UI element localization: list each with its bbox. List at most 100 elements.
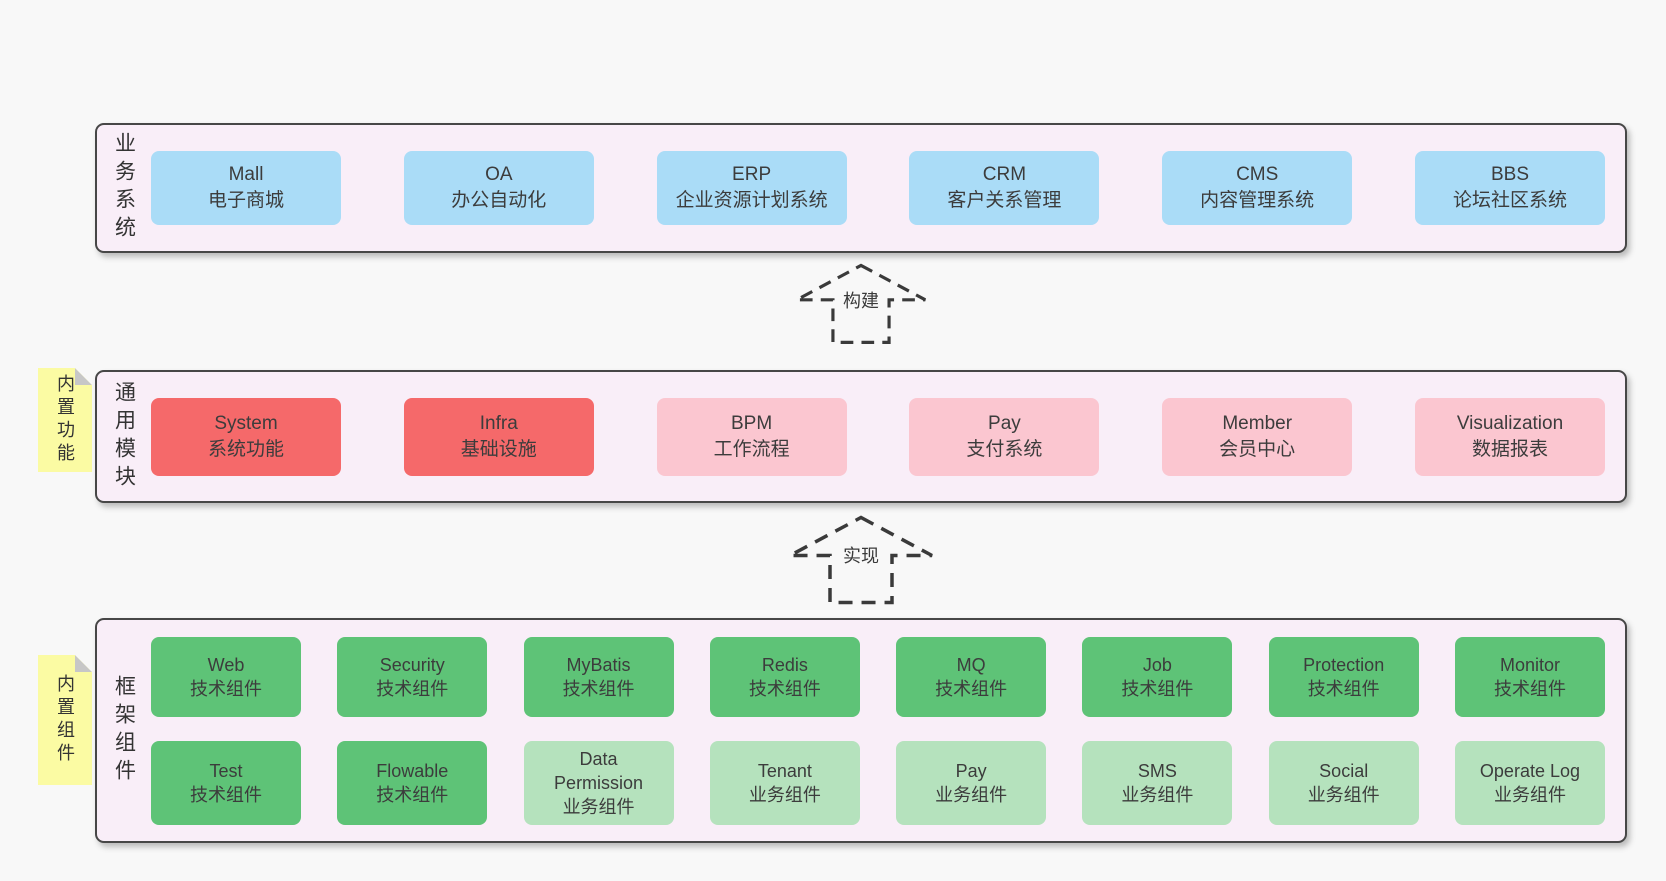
node-erp: ERP 企业资源计划系统: [656, 151, 847, 225]
build-arrow: 构建: [786, 260, 936, 346]
node-visualization: Visualization 数据报表: [1414, 397, 1605, 476]
node-desc: 技术组件: [1307, 678, 1380, 699]
node-desc: 技术组件: [190, 784, 262, 805]
node-desc: 技术组件: [190, 678, 262, 699]
node-desc: 业务组件: [1307, 784, 1380, 805]
node-name: Infra: [479, 412, 518, 434]
node-desc: 技术组件: [376, 784, 449, 805]
framework-components-label-wrap: 框架组件: [97, 620, 151, 841]
node-desc: 技术组件: [748, 678, 821, 699]
node-name: Protection: [1303, 654, 1385, 675]
node-desc: 业务组件: [1121, 784, 1194, 805]
node-name: BBS: [1490, 164, 1529, 185]
node-flowable: Flowable 技术组件: [337, 740, 488, 825]
builtin-features-sticky-label: 内置功能: [55, 374, 75, 466]
node-social: Social 业务组件: [1268, 740, 1419, 825]
node-mall: Mall 电子商城: [151, 151, 341, 225]
node-name: Security: [379, 654, 445, 675]
build-arrow-label: 构建: [838, 284, 884, 315]
node-desc: 业务组件: [1493, 784, 1566, 805]
implement-arrow-label: 实现: [838, 540, 884, 571]
node-name: MyBatis: [566, 654, 631, 675]
node-desc: 内容管理系统: [1200, 190, 1315, 211]
business-systems-label: 业务系统: [112, 132, 136, 244]
node-name: Visualization: [1456, 412, 1564, 434]
node-system: System 系统功能: [151, 397, 341, 476]
node-protection: Protection 技术组件: [1268, 636, 1419, 717]
node-tenant: Tenant 业务组件: [709, 740, 860, 825]
node-desc: 电子商城: [207, 190, 284, 211]
node-desc: 数据报表: [1471, 438, 1548, 460]
node-bbs: BBS 论坛社区系统: [1414, 151, 1605, 225]
common-modules-boxes: System 系统功能 Infra 基础设施 BPM 工作流程 Pay 支付系统…: [151, 372, 1625, 501]
node-name: Data Permission: [554, 748, 644, 793]
framework-components-rows: Web 技术组件 Security 技术组件 MyBatis 技术组件 Redi…: [151, 620, 1625, 841]
node-desc: 论坛社区系统: [1452, 190, 1567, 211]
builtin-features-sticky: 内置功能: [38, 368, 92, 472]
node-name: Redis: [761, 654, 808, 675]
node-name: ERP: [732, 164, 772, 185]
node-security: Security 技术组件: [337, 636, 488, 717]
node-name: Social: [1319, 760, 1369, 781]
node-name: Pay: [988, 412, 1021, 434]
node-data-permission: Data Permission 业务组件: [523, 740, 674, 825]
node-name: System: [214, 412, 278, 434]
framework-components-label: 框架组件: [112, 674, 136, 787]
node-name: Operate Log: [1479, 760, 1580, 781]
components-row-1: Web 技术组件 Security 技术组件 MyBatis 技术组件 Redi…: [151, 636, 1605, 717]
node-job: Job 技术组件: [1082, 636, 1233, 717]
implement-arrow: 实现: [786, 510, 936, 608]
node-bpm: BPM 工作流程: [656, 397, 847, 476]
node-name: Monitor: [1499, 654, 1560, 675]
node-desc: 技术组件: [376, 678, 449, 699]
node-infra: Infra 基础设施: [403, 397, 594, 476]
node-desc: 技术组件: [562, 678, 635, 699]
framework-components-panel: 框架组件 Web 技术组件 Security 技术组件 MyBatis 技术组件…: [95, 618, 1627, 843]
node-name: OA: [485, 164, 513, 185]
node-cms: CMS 内容管理系统: [1162, 151, 1353, 225]
node-mybatis: MyBatis 技术组件: [523, 636, 674, 717]
common-modules-label-wrap: 通用模块: [97, 372, 151, 501]
common-modules-label: 通用模块: [112, 380, 136, 493]
builtin-components-sticky-label: 内置组件: [55, 674, 75, 766]
node-name: Mall: [228, 164, 264, 185]
node-desc: 会员中心: [1219, 438, 1296, 460]
node-desc: 技术组件: [935, 678, 1008, 699]
node-desc: 支付系统: [966, 438, 1043, 460]
node-name: BPM: [731, 412, 773, 434]
node-desc: 业务组件: [935, 784, 1008, 805]
node-name: Test: [209, 760, 243, 781]
node-pay-module: Pay 支付系统: [909, 397, 1100, 476]
up-arrow-icon: [795, 263, 927, 344]
business-systems-panel: 业务系统 Mall 电子商城 OA 办公自动化 ERP 企业资源计划系统 CRM…: [95, 123, 1627, 253]
node-desc: 系统功能: [207, 438, 284, 460]
node-desc: 企业资源计划系统: [675, 190, 828, 211]
node-member: Member 会员中心: [1162, 397, 1353, 476]
node-pay-component: Pay 业务组件: [896, 740, 1047, 825]
node-desc: 业务组件: [562, 796, 635, 817]
node-desc: 技术组件: [1493, 678, 1566, 699]
node-name: CMS: [1236, 164, 1279, 185]
node-redis: Redis 技术组件: [709, 636, 860, 717]
node-name: Pay: [955, 760, 987, 781]
common-modules-panel: 通用模块 System 系统功能 Infra 基础设施 BPM 工作流程 Pay…: [95, 370, 1627, 503]
node-name: CRM: [982, 164, 1027, 185]
node-oa: OA 办公自动化: [403, 151, 594, 225]
node-desc: 办公自动化: [451, 190, 547, 211]
node-operate-log: Operate Log 业务组件: [1454, 740, 1605, 825]
builtin-components-sticky: 内置组件: [38, 655, 92, 785]
node-name: Tenant: [757, 760, 812, 781]
node-sms: SMS 业务组件: [1082, 740, 1233, 825]
node-name: Member: [1222, 412, 1293, 434]
node-name: MQ: [956, 654, 986, 675]
node-web: Web 技术组件: [151, 636, 301, 717]
node-name: Web: [207, 654, 245, 675]
node-desc: 工作流程: [713, 438, 790, 460]
node-desc: 业务组件: [748, 784, 821, 805]
node-desc: 客户关系管理: [947, 190, 1062, 211]
business-systems-boxes: Mall 电子商城 OA 办公自动化 ERP 企业资源计划系统 CRM 客户关系…: [151, 125, 1625, 251]
up-arrow-icon: [789, 515, 933, 605]
components-row-2: Test 技术组件 Flowable 技术组件 Data Permission …: [151, 740, 1605, 825]
node-mq: MQ 技术组件: [896, 636, 1047, 717]
